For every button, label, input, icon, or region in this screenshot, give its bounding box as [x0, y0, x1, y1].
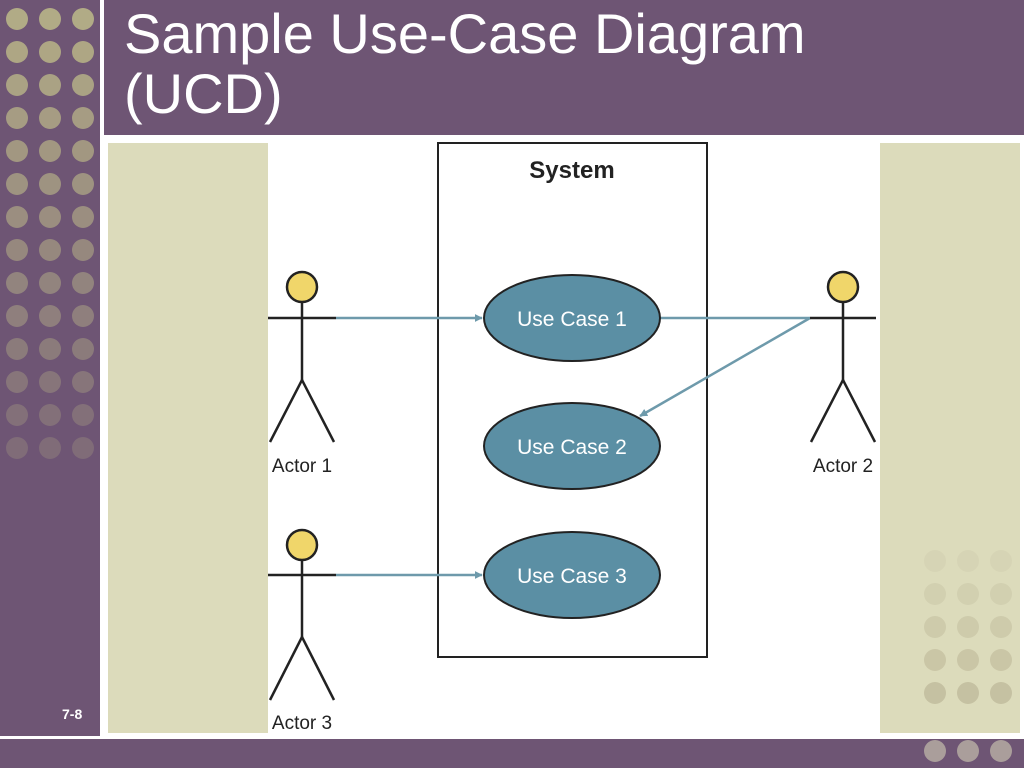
- decorative-dot: [6, 173, 28, 195]
- actor-right-leg: [841, 379, 877, 443]
- decorative-dot: [39, 404, 61, 426]
- actor-label: Actor 2: [813, 456, 873, 477]
- decorative-dot: [72, 74, 94, 96]
- decorative-dot: [72, 140, 94, 162]
- use-case-diagram: System Use Case 1 Use Case 2 Use Case 3 …: [268, 142, 877, 734]
- association-actor2-usecase2: [639, 316, 811, 418]
- decorative-dot: [72, 107, 94, 129]
- decorative-dot: [6, 107, 28, 129]
- slide-title: Sample Use-Case Diagram (UCD): [124, 4, 806, 124]
- decorative-dot: [924, 550, 946, 572]
- decorative-dot: [6, 8, 28, 30]
- decorative-dot: [6, 338, 28, 360]
- use-case-label: Use Case 2: [517, 436, 627, 459]
- decorative-dot: [924, 740, 946, 762]
- use-case-2: Use Case 2: [483, 402, 661, 490]
- left-separator: [100, 0, 104, 768]
- decorative-dot: [6, 41, 28, 63]
- decorative-dot: [957, 550, 979, 572]
- use-case-ellipse: [483, 402, 661, 490]
- decorative-dot: [72, 239, 94, 261]
- decorative-dot: [39, 140, 61, 162]
- use-case-ellipse: [483, 274, 661, 362]
- decorative-dot: [990, 550, 1012, 572]
- decorative-dot: [990, 682, 1012, 704]
- decorative-dot: [990, 649, 1012, 671]
- decorative-dot: [39, 371, 61, 393]
- title-bar: [104, 0, 1024, 138]
- decorative-dot: [39, 338, 61, 360]
- decorative-dot: [6, 206, 28, 228]
- actor-2: Actor 2: [809, 270, 877, 477]
- decorative-dot: [72, 272, 94, 294]
- use-case-3: Use Case 3: [483, 531, 661, 619]
- decorative-dot: [957, 616, 979, 638]
- decorative-dot: [6, 305, 28, 327]
- bottom-separator: [0, 736, 1024, 739]
- decorative-dot: [6, 74, 28, 96]
- actor-head: [826, 270, 860, 304]
- slide-title-line-2: (UCD): [124, 62, 283, 125]
- decorative-dot: [957, 682, 979, 704]
- use-case-ellipse: [483, 531, 661, 619]
- decorative-dot: [72, 206, 94, 228]
- slide-number: 7-8: [62, 706, 83, 722]
- decorative-dot: [957, 583, 979, 605]
- decorative-dot: [924, 583, 946, 605]
- decorative-dot: [924, 616, 946, 638]
- actor-right-leg: [300, 636, 336, 701]
- actor-3: Actor 3: [268, 528, 336, 734]
- left-side-panel: [108, 143, 268, 733]
- decorative-dot: [6, 239, 28, 261]
- use-case-label: Use Case 3: [517, 565, 627, 588]
- decorative-dot: [957, 740, 979, 762]
- decorative-dot: [72, 173, 94, 195]
- actor-left-leg: [268, 379, 304, 443]
- decorative-dot: [72, 338, 94, 360]
- decorative-dot: [957, 649, 979, 671]
- decorative-dot: [39, 206, 61, 228]
- decorative-dot: [6, 437, 28, 459]
- actor-right-leg: [300, 379, 336, 443]
- decorative-dot: [72, 437, 94, 459]
- decorative-dot: [990, 616, 1012, 638]
- title-divider: [104, 135, 1024, 138]
- bottom-bar: [0, 736, 1024, 768]
- actor-head: [285, 270, 319, 304]
- decorative-dot: [39, 41, 61, 63]
- actor-head: [285, 528, 319, 562]
- decorative-dot: [39, 437, 61, 459]
- decorative-dot: [39, 239, 61, 261]
- slide-title-line-1: Sample Use-Case Diagram: [124, 2, 806, 65]
- decorative-dot: [6, 371, 28, 393]
- system-label: System: [529, 157, 614, 184]
- decorative-dot: [72, 41, 94, 63]
- decorative-dot: [39, 173, 61, 195]
- decorative-dot: [39, 74, 61, 96]
- decorative-dot: [990, 583, 1012, 605]
- decorative-dot: [990, 740, 1012, 762]
- decorative-dot: [39, 305, 61, 327]
- actor-left-leg: [268, 636, 304, 701]
- actor-label: Actor 3: [272, 713, 332, 734]
- actor-1: Actor 1: [268, 270, 336, 477]
- right-side-panel: [880, 143, 1020, 733]
- decorative-dot: [39, 8, 61, 30]
- decorative-dot: [72, 404, 94, 426]
- use-case-1: Use Case 1: [483, 274, 661, 362]
- decorative-dot: [72, 371, 94, 393]
- decorative-dot: [6, 404, 28, 426]
- decorative-dot: [924, 682, 946, 704]
- decorative-dot: [39, 272, 61, 294]
- decorative-dot: [72, 305, 94, 327]
- decorative-dot: [6, 272, 28, 294]
- decorative-dot: [72, 8, 94, 30]
- actor-label: Actor 1: [272, 456, 332, 477]
- decorative-dot: [924, 649, 946, 671]
- decorative-dot: [6, 140, 28, 162]
- decorative-dot: [39, 107, 61, 129]
- actor-left-leg: [809, 379, 845, 443]
- use-case-label: Use Case 1: [517, 308, 627, 331]
